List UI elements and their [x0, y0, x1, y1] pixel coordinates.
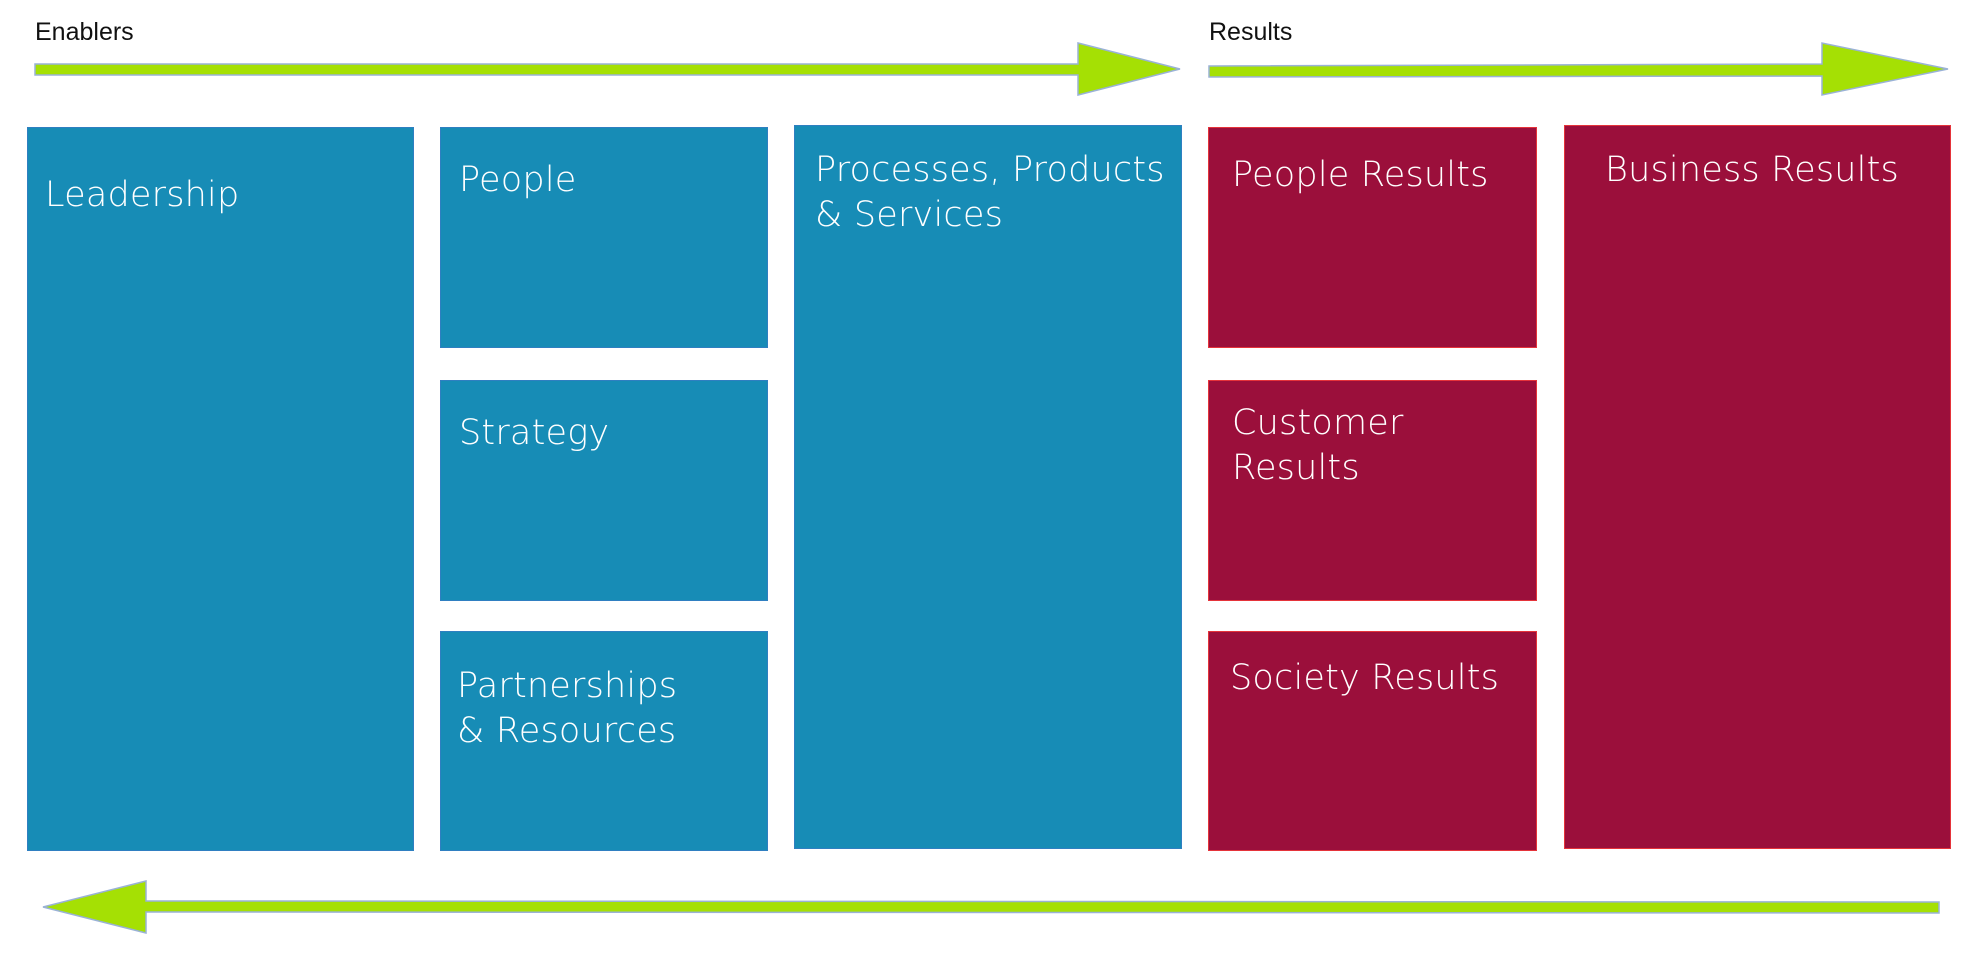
- business-results-label: Business Results: [1605, 150, 1899, 190]
- learning-feedback-arrow: [42, 880, 1940, 934]
- strategy-label: Strategy: [459, 413, 610, 453]
- partnerships-resources-box: Partnerships & Resources: [440, 631, 768, 851]
- processes-products-services-box: Processes, Products & Services: [794, 125, 1182, 849]
- results-arrow: [1208, 42, 1949, 96]
- customer-results-box: Customer Results: [1208, 380, 1537, 601]
- society-results-box: Society Results: [1208, 631, 1537, 851]
- people-results-label: People Results: [1232, 155, 1489, 195]
- customer-results-label: Customer Results: [1232, 403, 1404, 488]
- results-heading: Results: [1209, 18, 1293, 46]
- processes-products-services-label: Processes, Products & Services: [815, 150, 1165, 235]
- people-box: People: [440, 127, 768, 348]
- enablers-heading: Enablers: [35, 18, 134, 46]
- business-results-box: Business Results: [1564, 125, 1951, 849]
- society-results-label: Society Results: [1230, 658, 1500, 698]
- enablers-arrow: [34, 42, 1181, 96]
- partnerships-resources-label: Partnerships & Resources: [457, 666, 678, 751]
- people-results-box: People Results: [1208, 127, 1537, 348]
- leadership-box: Leadership: [27, 127, 414, 851]
- leadership-label: Leadership: [45, 175, 240, 215]
- people-label: People: [459, 160, 577, 200]
- strategy-box: Strategy: [440, 380, 768, 601]
